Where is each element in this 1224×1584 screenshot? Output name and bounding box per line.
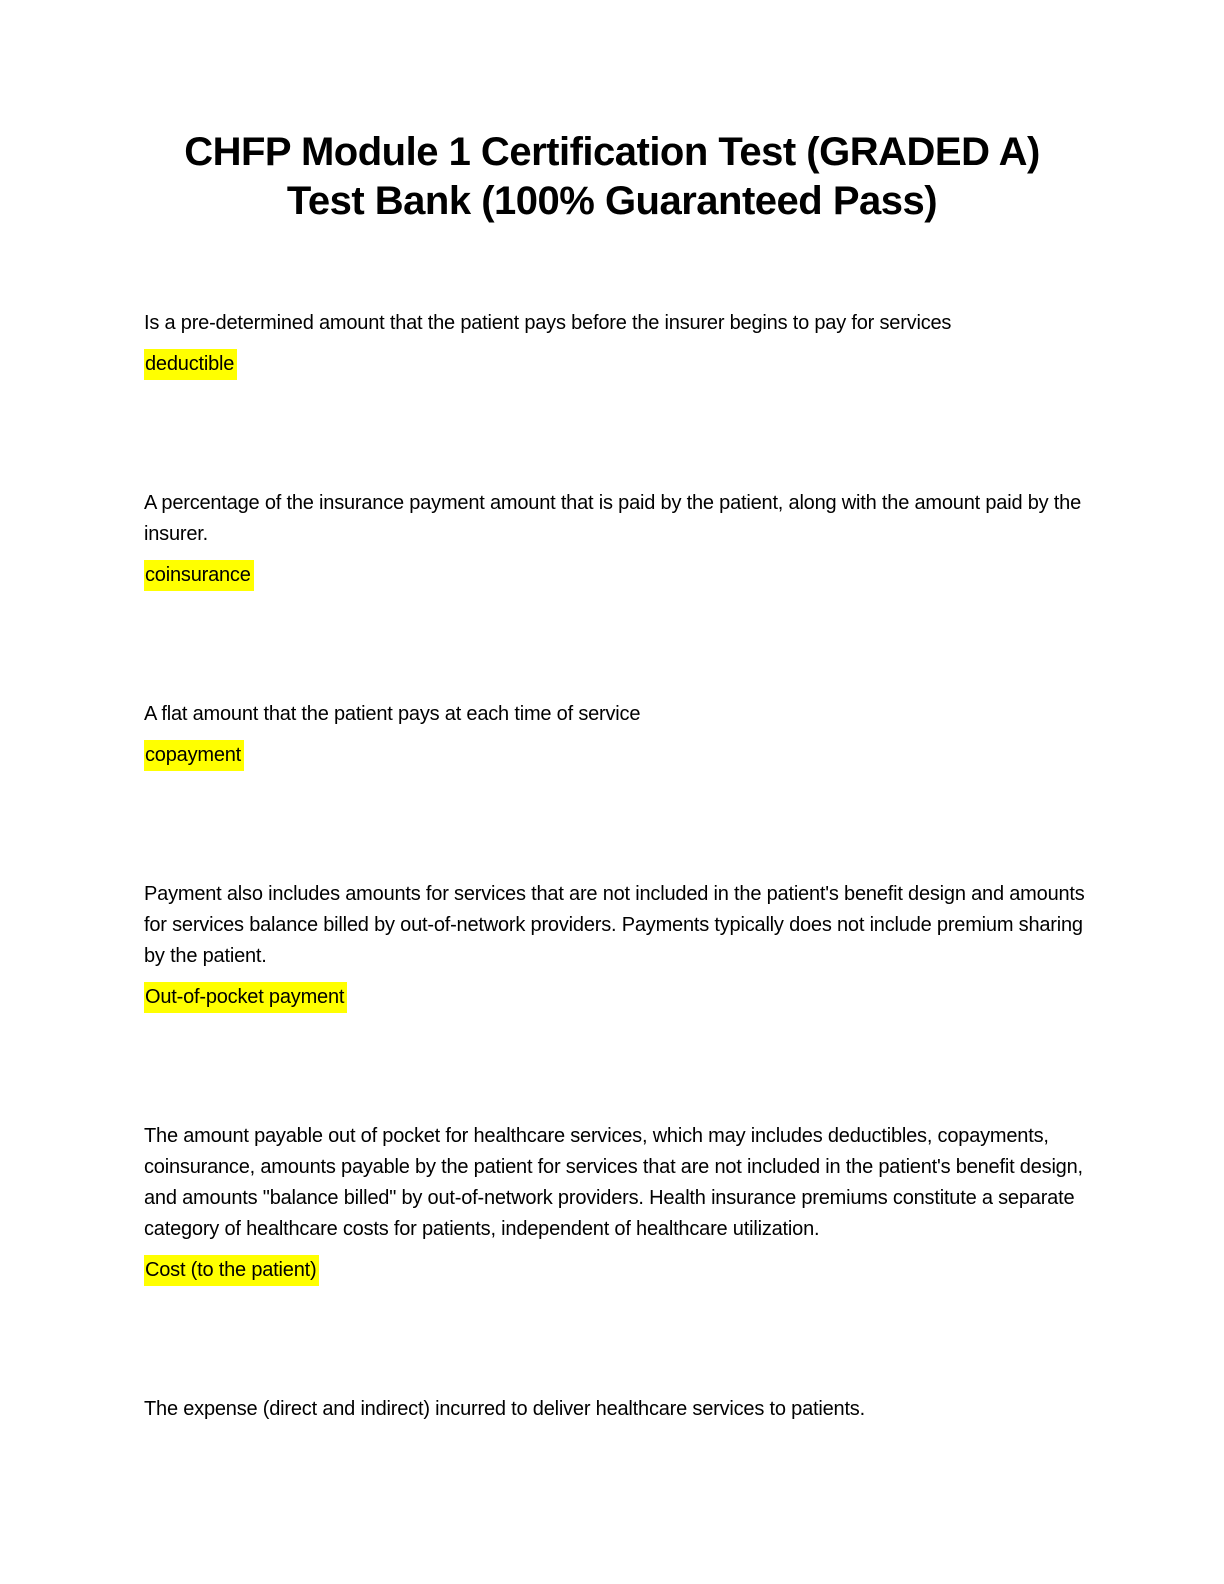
highlighted-answer: coinsurance	[144, 560, 254, 591]
question-text: The expense (direct and indirect) incurr…	[144, 1398, 865, 1420]
page-title-line-2: Test Bank (100% Guaranteed Pass)	[286, 179, 938, 223]
answer-line: Cost (to the patient)	[144, 1255, 1085, 1286]
question-text: A flat amount that the patient pays at e…	[144, 703, 641, 725]
question-text: The amount payable out of pocket for hea…	[144, 1125, 1083, 1240]
highlighted-answer: deductible	[144, 349, 238, 380]
question-text: Payment also includes amounts for servic…	[144, 883, 1085, 967]
question-text: Is a pre-determined amount that the pati…	[144, 312, 952, 334]
qa-item: A percentage of the insurance payment am…	[144, 488, 1085, 591]
question-text: A percentage of the insurance payment am…	[144, 492, 1082, 545]
qa-item: A flat amount that the patient pays at e…	[144, 699, 1085, 771]
answer-line: deductible	[144, 349, 1085, 380]
qa-item: Is a pre-determined amount that the pati…	[144, 308, 1085, 380]
page-title: CHFP Module 1 Certification Test (GRADED…	[120, 0, 1104, 226]
highlighted-answer: copayment	[144, 740, 245, 771]
highlighted-answer: Cost (to the patient)	[144, 1255, 320, 1286]
answer-line: copayment	[144, 740, 1085, 771]
qa-item: Payment also includes amounts for servic…	[144, 879, 1085, 1013]
page-title-line-1: CHFP Module 1 Certification Test (GRADED…	[184, 130, 1040, 174]
highlighted-answer: Out-of-pocket payment	[144, 982, 348, 1013]
qa-item: The expense (direct and indirect) incurr…	[144, 1394, 1085, 1425]
answer-line: coinsurance	[144, 560, 1085, 591]
answer-line: Out-of-pocket payment	[144, 982, 1085, 1013]
qa-list: Is a pre-determined amount that the pati…	[144, 308, 1085, 1425]
qa-item: The amount payable out of pocket for hea…	[144, 1121, 1085, 1286]
